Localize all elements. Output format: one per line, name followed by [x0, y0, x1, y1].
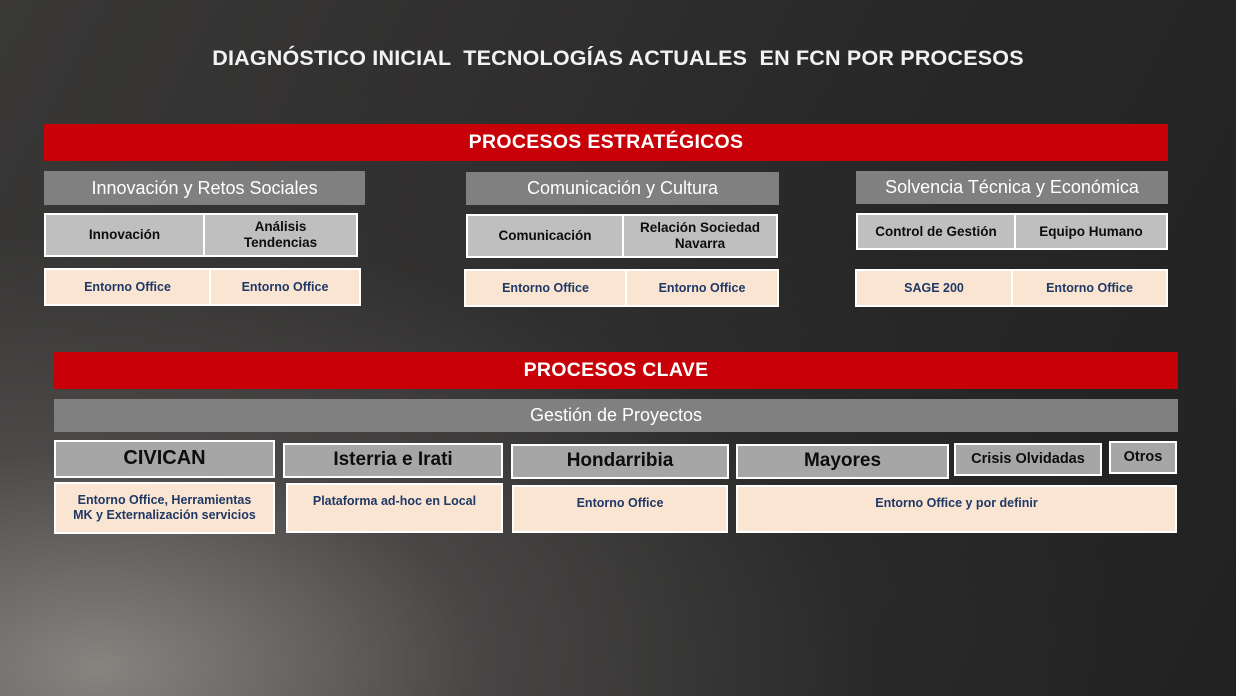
technology-analisis-tendencias: Entorno Office: [209, 268, 361, 306]
technology-equipo-humano: Entorno Office: [1011, 269, 1168, 307]
project-header-otros: Otros: [1109, 441, 1177, 474]
subprocess-comunicacion: Comunicación: [466, 214, 624, 258]
strategic-group-header-comunicacion: Comunicación y Cultura: [466, 172, 779, 205]
technology-control-de-gestion: SAGE 200: [855, 269, 1013, 307]
technology-relacion-sociedad-navarra: Entorno Office: [625, 269, 779, 307]
subprocess-control-de-gestion: Control de Gestión: [856, 213, 1016, 250]
technology-hondarribia: Entorno Office: [512, 485, 728, 533]
technology-mayores-crisis-otros: Entorno Office y por definir: [736, 485, 1177, 533]
project-header-civican: CIVICAN: [54, 440, 275, 478]
project-header-crisis-olvidadas: Crisis Olvidadas: [954, 443, 1102, 476]
technology-innovacion: Entorno Office: [44, 268, 211, 306]
page-title: DIAGNÓSTICO INICIAL TECNOLOGÍAS ACTUALES…: [212, 46, 1024, 70]
project-header-mayores: Mayores: [736, 444, 949, 479]
strategic-processes-banner: PROCESOS ESTRATÉGICOS: [44, 124, 1168, 161]
subprocess-analisis-tendencias: Análisis Tendencias: [203, 213, 358, 257]
key-group-header-gestion-de-proyectos: Gestión de Proyectos: [54, 399, 1178, 432]
project-header-isterria-e-irati: Isterria e Irati: [283, 443, 503, 478]
technology-comunicacion: Entorno Office: [464, 269, 627, 307]
strategic-group-header-solvencia: Solvencia Técnica y Económica: [856, 171, 1168, 204]
key-processes-banner: PROCESOS CLAVE: [54, 352, 1178, 389]
subprocess-relacion-sociedad-navarra: Relación Sociedad Navarra: [622, 214, 778, 258]
subprocess-equipo-humano: Equipo Humano: [1014, 213, 1168, 250]
project-header-hondarribia: Hondarribia: [511, 444, 729, 479]
technology-isterria-e-irati: Plataforma ad-hoc en Local: [286, 483, 503, 533]
subprocess-innovacion: Innovación: [44, 213, 205, 257]
strategic-group-header-innovacion: Innovación y Retos Sociales: [44, 171, 365, 205]
technology-civican: Entorno Office, Herramientas MK y Extern…: [54, 482, 275, 534]
